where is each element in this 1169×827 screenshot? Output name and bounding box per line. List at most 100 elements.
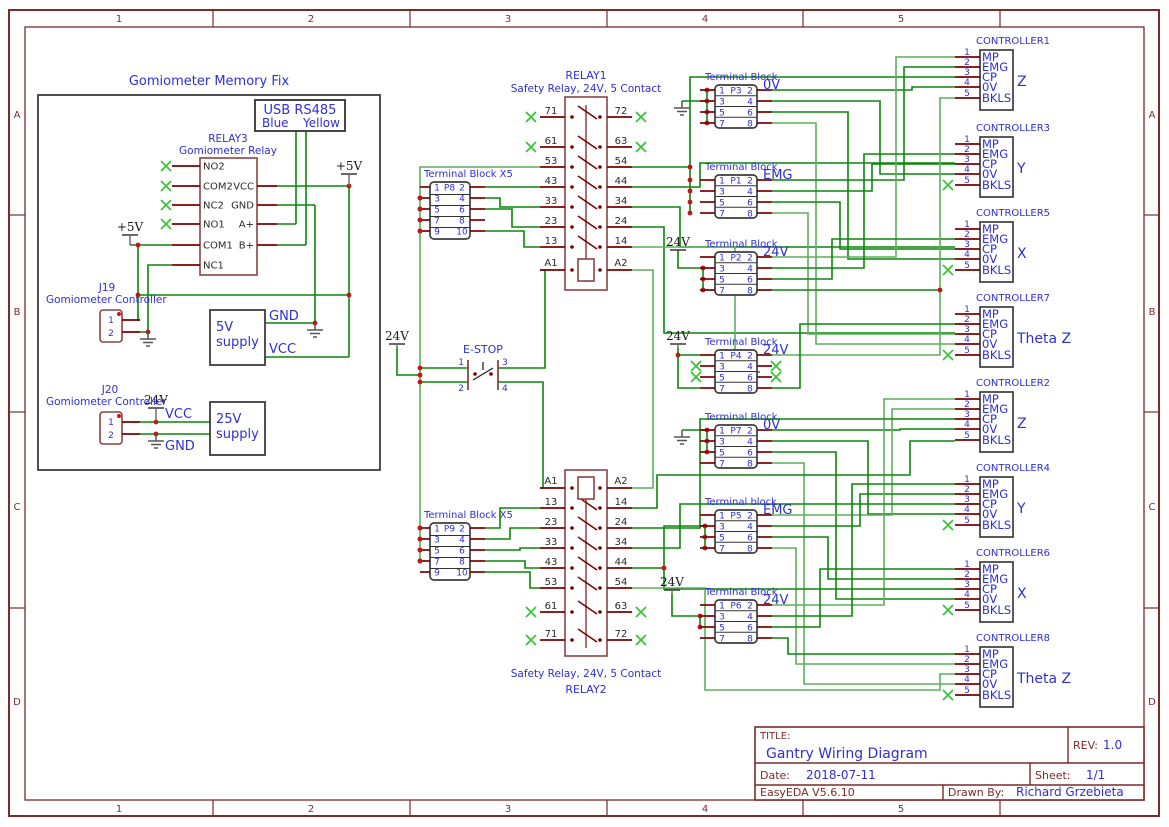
junction-dot (687, 188, 693, 194)
label: VCC (269, 342, 296, 357)
label: BKLS (982, 91, 1011, 105)
no-connect-x-icon (690, 371, 702, 383)
label: 33 (545, 196, 558, 207)
wire (140, 264, 172, 333)
label: 25V (216, 412, 242, 427)
junction-dot (417, 379, 423, 385)
label: Blue (262, 116, 289, 130)
label: 3 (719, 523, 725, 533)
label: 8 (747, 545, 753, 555)
wire (419, 166, 540, 561)
wire (485, 230, 540, 248)
label: 6 (747, 276, 753, 286)
label: 5 (719, 109, 725, 119)
no-connect-x-icon (160, 160, 172, 172)
wire (632, 162, 955, 188)
wire (772, 398, 955, 606)
label: 5 (964, 89, 970, 99)
junction-dot (417, 558, 423, 564)
ground-icon (307, 323, 323, 338)
no-connect-x-icon (160, 218, 172, 230)
label: 1 (719, 177, 725, 187)
label: 3 (964, 68, 970, 78)
label: 8 (747, 120, 753, 130)
label: 1 (964, 48, 970, 58)
wire (677, 348, 700, 356)
component-ref: CONTROLLER8 (976, 633, 1050, 644)
label: 5 (434, 206, 440, 216)
label: 1 (719, 87, 725, 97)
component-ref: P9 (444, 525, 455, 535)
no-connect-x-icon (160, 199, 172, 211)
label: 7 (719, 210, 725, 220)
frame-row-label: D (1148, 697, 1156, 708)
component-desc: Gomiometer Controller (46, 294, 167, 306)
label: supply (216, 427, 259, 442)
label: 3 (719, 188, 725, 198)
frame-column-label: 5 (898, 804, 904, 815)
power-flag: 24V (666, 329, 690, 348)
junction-dot (346, 292, 352, 298)
label: 3 (434, 536, 440, 546)
label: 63 (615, 136, 628, 147)
component-ref: RELAY2 (565, 683, 606, 696)
label: A+ (239, 220, 254, 231)
label: 3 (719, 613, 725, 623)
label: EMG (982, 60, 1008, 74)
component-ref: CONTROLLER4 (976, 463, 1050, 474)
wire (677, 355, 700, 389)
label: EMG (982, 487, 1008, 501)
component-desc: Terminal Block (704, 587, 778, 598)
label: 4 (964, 250, 970, 260)
label: 8 (459, 558, 465, 568)
wire (772, 100, 955, 175)
wire (772, 637, 955, 655)
frame-column-label: 3 (505, 804, 511, 815)
no-connect-x-icon (635, 606, 647, 618)
wire (772, 153, 955, 269)
wire (485, 527, 540, 540)
label: 8 (747, 210, 753, 220)
label: 8 (747, 385, 753, 395)
ground-icon (148, 434, 164, 449)
junction-dot (661, 565, 667, 571)
label: 71 (545, 106, 558, 117)
label: 5 (719, 199, 725, 209)
wire (772, 323, 955, 389)
label: 5V (216, 320, 233, 335)
label: CP (982, 582, 997, 596)
label: 1 (964, 475, 970, 485)
wire (772, 86, 955, 91)
label: 5 (719, 624, 725, 634)
label: 4 (964, 675, 970, 685)
label: GND (269, 309, 299, 324)
